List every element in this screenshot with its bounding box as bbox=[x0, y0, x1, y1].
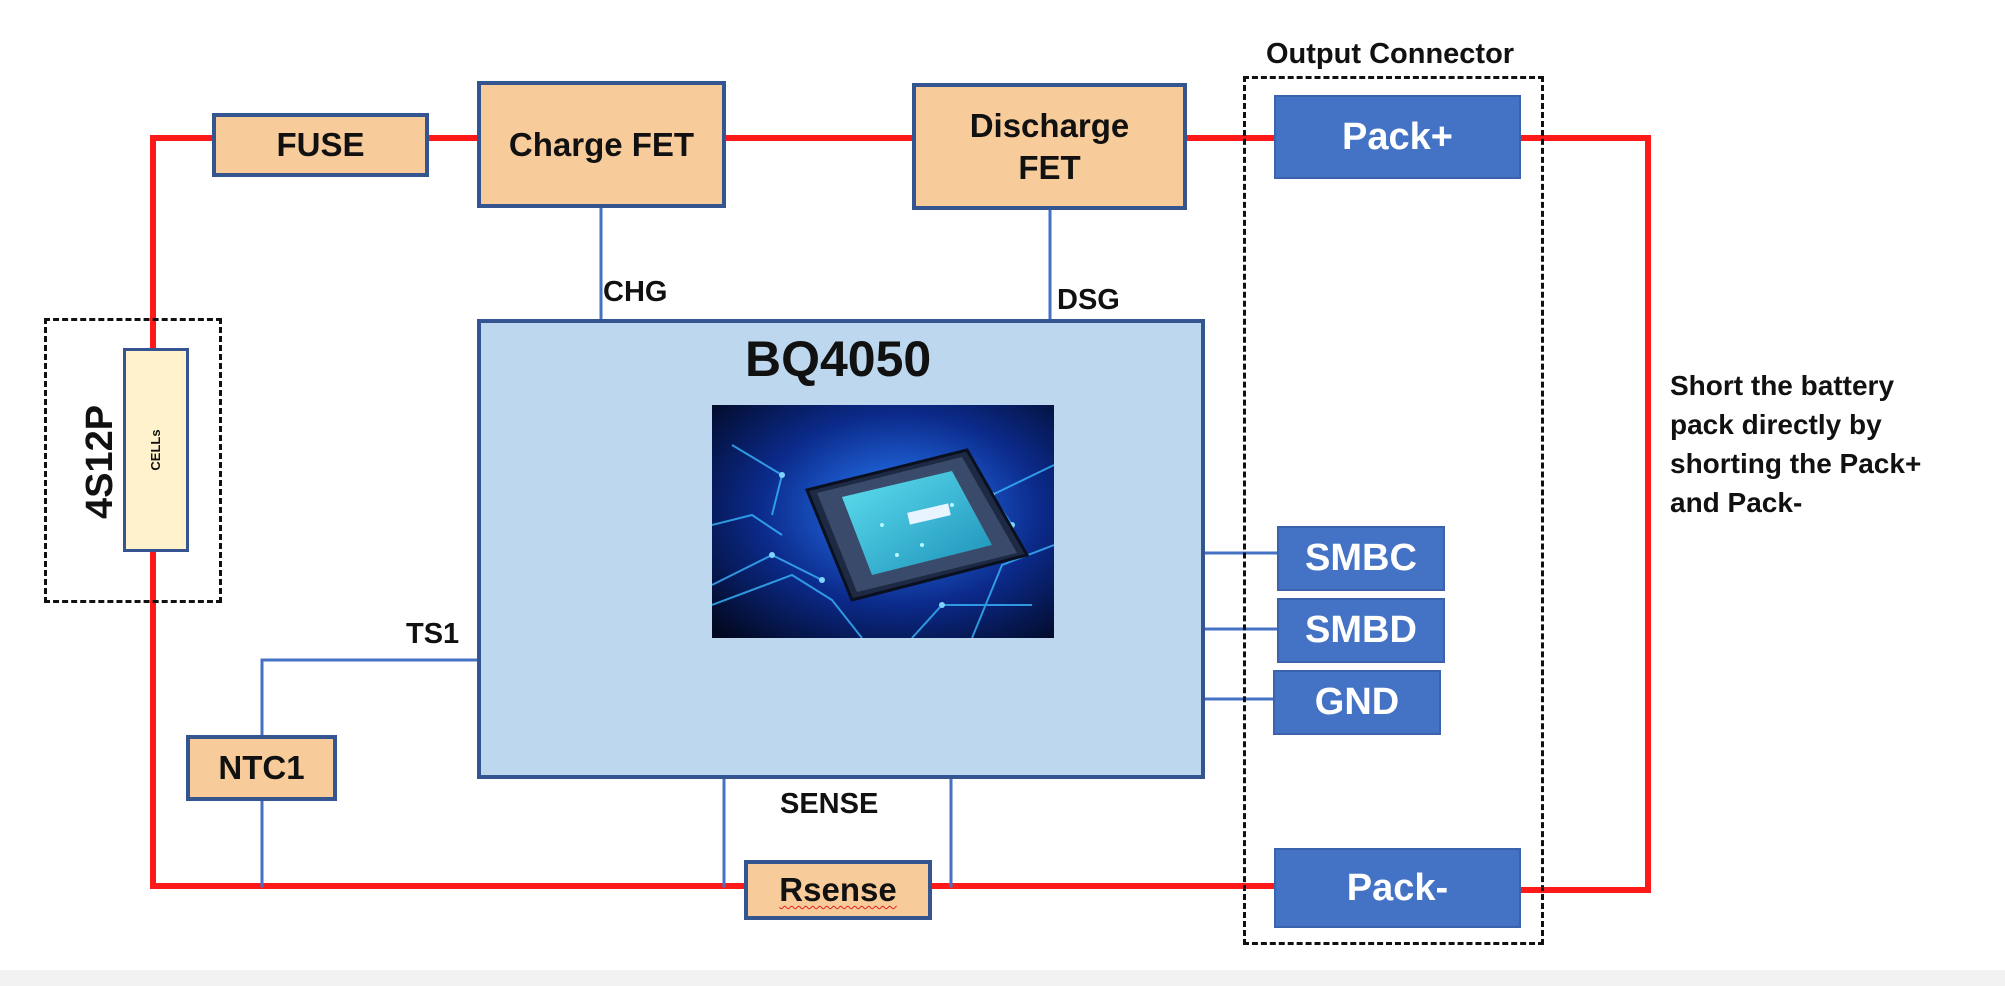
sense-label: SENSE bbox=[780, 788, 879, 820]
short-note-line1: Short the battery bbox=[1670, 370, 1895, 401]
ic-title: BQ4050 bbox=[745, 331, 932, 387]
charge-fet-box: Charge FET bbox=[477, 81, 726, 208]
output-connector-frame bbox=[1243, 76, 1544, 945]
discharge-fet-label-line2: FET bbox=[1018, 148, 1081, 186]
cells-label: CELLs bbox=[148, 429, 163, 471]
pack-plus-label: Pack+ bbox=[1342, 115, 1453, 158]
pack-minus-label: Pack- bbox=[1346, 866, 1449, 909]
power-line-right-loop bbox=[1517, 135, 1651, 893]
fuse-box: FUSE bbox=[212, 113, 429, 177]
ntc1-box: NTC1 bbox=[186, 735, 337, 801]
chg-label: CHG bbox=[603, 276, 668, 308]
short-note-line3: shorting the Pack+ bbox=[1670, 448, 1922, 479]
smbd-pin: SMBD bbox=[1277, 598, 1445, 663]
pack-plus-pin: Pack+ bbox=[1274, 95, 1521, 179]
smbc-label: SMBC bbox=[1305, 537, 1417, 579]
rsense-label: Rsense bbox=[779, 871, 897, 908]
short-note-line2: pack directly by bbox=[1670, 409, 1882, 440]
output-connector-title: Output Connector bbox=[1266, 38, 1515, 70]
pack-minus-pin: Pack- bbox=[1274, 848, 1521, 928]
ts1-label: TS1 bbox=[406, 618, 460, 650]
smbd-label: SMBD bbox=[1305, 609, 1417, 651]
gnd-pin: GND bbox=[1273, 670, 1441, 735]
discharge-fet-label-line1: Discharge bbox=[969, 106, 1130, 144]
ntc1-label: NTC1 bbox=[218, 749, 305, 786]
power-line-top-left bbox=[150, 135, 217, 353]
short-note: Short the battery pack directly by short… bbox=[1670, 366, 1990, 522]
battery-cells bbox=[123, 348, 189, 552]
gnd-label: GND bbox=[1314, 681, 1400, 723]
short-note-line4: and Pack- bbox=[1670, 487, 1803, 518]
battery-pack-frame bbox=[44, 318, 222, 603]
processor-chip-icon bbox=[712, 405, 1054, 638]
signal-line-ts1 bbox=[260, 658, 479, 738]
bottom-strip bbox=[0, 970, 2005, 986]
discharge-fet-box: Discharge FET bbox=[912, 83, 1187, 210]
charge-fet-label: Charge FET bbox=[508, 125, 695, 163]
rsense-box: Rsense bbox=[744, 860, 932, 920]
chip-image bbox=[712, 405, 1054, 638]
power-line-bottom-left bbox=[150, 549, 749, 889]
smbc-pin: SMBC bbox=[1277, 526, 1445, 591]
fuse-label: FUSE bbox=[276, 126, 365, 163]
battery-config-label: 4S12P bbox=[79, 404, 121, 520]
dsg-label: DSG bbox=[1057, 284, 1120, 316]
